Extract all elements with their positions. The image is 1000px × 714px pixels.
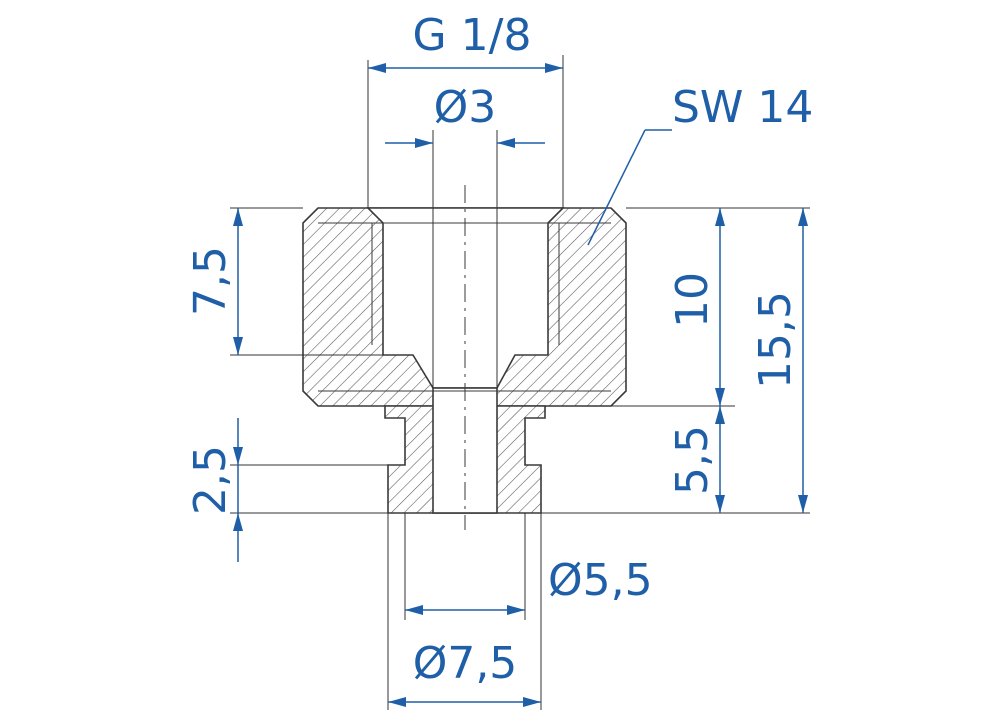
thread-depth-label: 7,5 — [185, 246, 236, 316]
groove-height-label: 2,5 — [185, 445, 236, 515]
thread-label: G 1/8 — [413, 10, 532, 61]
wrench-size-label: SW 14 — [672, 82, 813, 133]
part-section — [302, 185, 627, 530]
spigot-height-label: 5,5 — [667, 425, 718, 495]
hex-height-label: 10 — [667, 272, 718, 328]
spigot-diameter-label: Ø7,5 — [413, 638, 518, 689]
groove-diameter-label: Ø5,5 — [548, 555, 653, 606]
total-height-label: 15,5 — [750, 291, 801, 389]
bore-diameter-label: Ø3 — [434, 82, 497, 133]
dimension-lines — [233, 63, 808, 707]
extension-lines — [230, 55, 810, 710]
